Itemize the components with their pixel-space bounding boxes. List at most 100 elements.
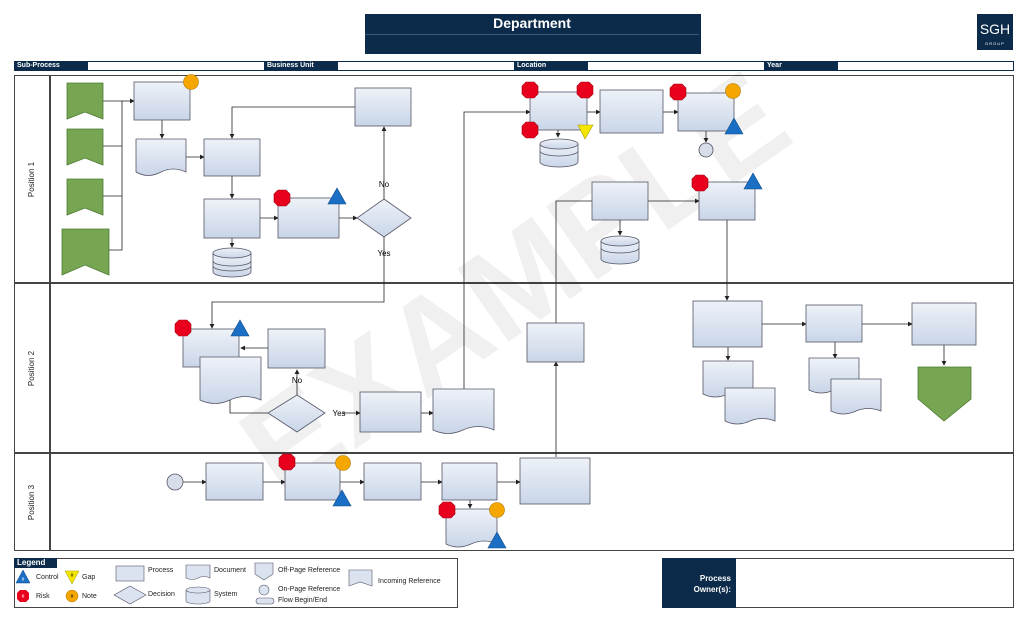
process-step [591,181,649,221]
connectors [103,98,947,509]
document [199,356,262,404]
legend-system-label: System [214,591,238,598]
process-step [599,89,664,134]
legend-on-page-label: On-Page Reference [278,586,341,593]
legend-flow-label: Flow Begin/End [278,597,328,604]
legend-title: Legend [14,558,57,568]
legend-risk-label: Risk [36,593,50,600]
process-step [805,304,863,343]
note-icon-marker: # [71,594,74,600]
legend-decision-label: Decision [148,591,175,598]
process-step [133,81,191,121]
risk-icon [17,590,29,602]
risk-marker [278,453,296,471]
decision-diamond [267,394,326,433]
system-database [212,247,252,278]
control-marker [327,187,347,205]
control-marker [743,172,763,190]
risk-marker [273,189,291,207]
risk-marker [521,121,539,139]
control-marker [487,531,507,549]
process-step [203,198,261,239]
note-marker [335,455,351,471]
note-marker [489,502,505,518]
legend-note-label: Note [82,593,97,600]
process-step [354,87,412,127]
risk-icon-marker: # [22,594,25,600]
lane-label-position-3: Position 3 [14,453,50,551]
year-label: Year [764,61,838,71]
document [724,387,776,425]
control-marker [332,489,352,507]
process-step [284,462,341,501]
legend-symbols: # # # # [15,562,373,605]
incoming-reference [66,128,104,166]
legend-document-label: Document [214,567,246,574]
title-divider [365,34,699,35]
process-step [529,91,588,131]
risk-marker [521,81,539,99]
legend-control-label: Control [36,574,59,581]
lane-position-3 [50,453,1014,551]
flow-label-yes: Yes [332,409,345,418]
process-step [205,462,264,501]
legend [14,558,458,608]
document [830,378,882,415]
process-icon [115,565,145,582]
incoming-reference-icon [348,569,373,587]
flow-label-no: No [379,180,390,189]
on-page-reference [698,142,714,158]
incoming-reference [66,82,104,120]
risk-marker [669,83,687,101]
decision-icon [113,585,147,605]
off-page-reference [917,366,972,422]
process-step [277,197,340,239]
process-step [692,300,763,348]
note-icon [65,589,79,603]
process-step [363,462,422,501]
legend-process-label: Process [148,567,174,574]
process-step [526,322,585,363]
note-marker [183,74,199,90]
on-page-reference-icon [258,584,270,596]
process-step [911,302,977,346]
business-unit-label: Business Unit [264,61,338,71]
document-icon [185,564,211,580]
system-database [539,138,579,168]
legend-gap-label: Gap [82,574,96,581]
gap-icon-marker: # [71,573,74,579]
system-database [600,235,640,265]
gap-marker [577,124,594,140]
risk-marker [576,81,594,99]
lane-position-1 [50,75,1014,283]
off-page-reference-icon [254,562,274,581]
process-step [677,92,735,132]
legend-incoming-label: Incoming Reference [378,578,441,585]
flow-begin [166,473,184,491]
incoming-reference [66,178,104,216]
lane-label-position-1: Position 1 [14,75,50,283]
legend-off-page-label: Off-Page Reference [278,567,341,574]
incoming-reference [61,228,110,276]
process-owner-label: Process Owner(s): [662,558,736,608]
sub-process-label: Sub-Process [14,61,88,71]
gap-icon [64,570,80,585]
flow-begin-end-icon [255,597,275,605]
risk-marker [438,501,456,519]
process-step [441,462,498,501]
process-step [203,138,261,177]
risk-marker [691,174,709,192]
control-icon-marker: # [22,577,25,583]
document [432,388,495,434]
document [135,138,187,176]
decision-diamond [356,198,412,238]
control-marker [230,319,250,337]
page-title: Department [493,15,571,31]
system-icon [185,586,211,605]
note-marker [725,83,741,99]
control-icon [15,569,31,584]
lane-position-2 [50,283,1014,453]
flow-label-yes: Yes [377,249,390,258]
